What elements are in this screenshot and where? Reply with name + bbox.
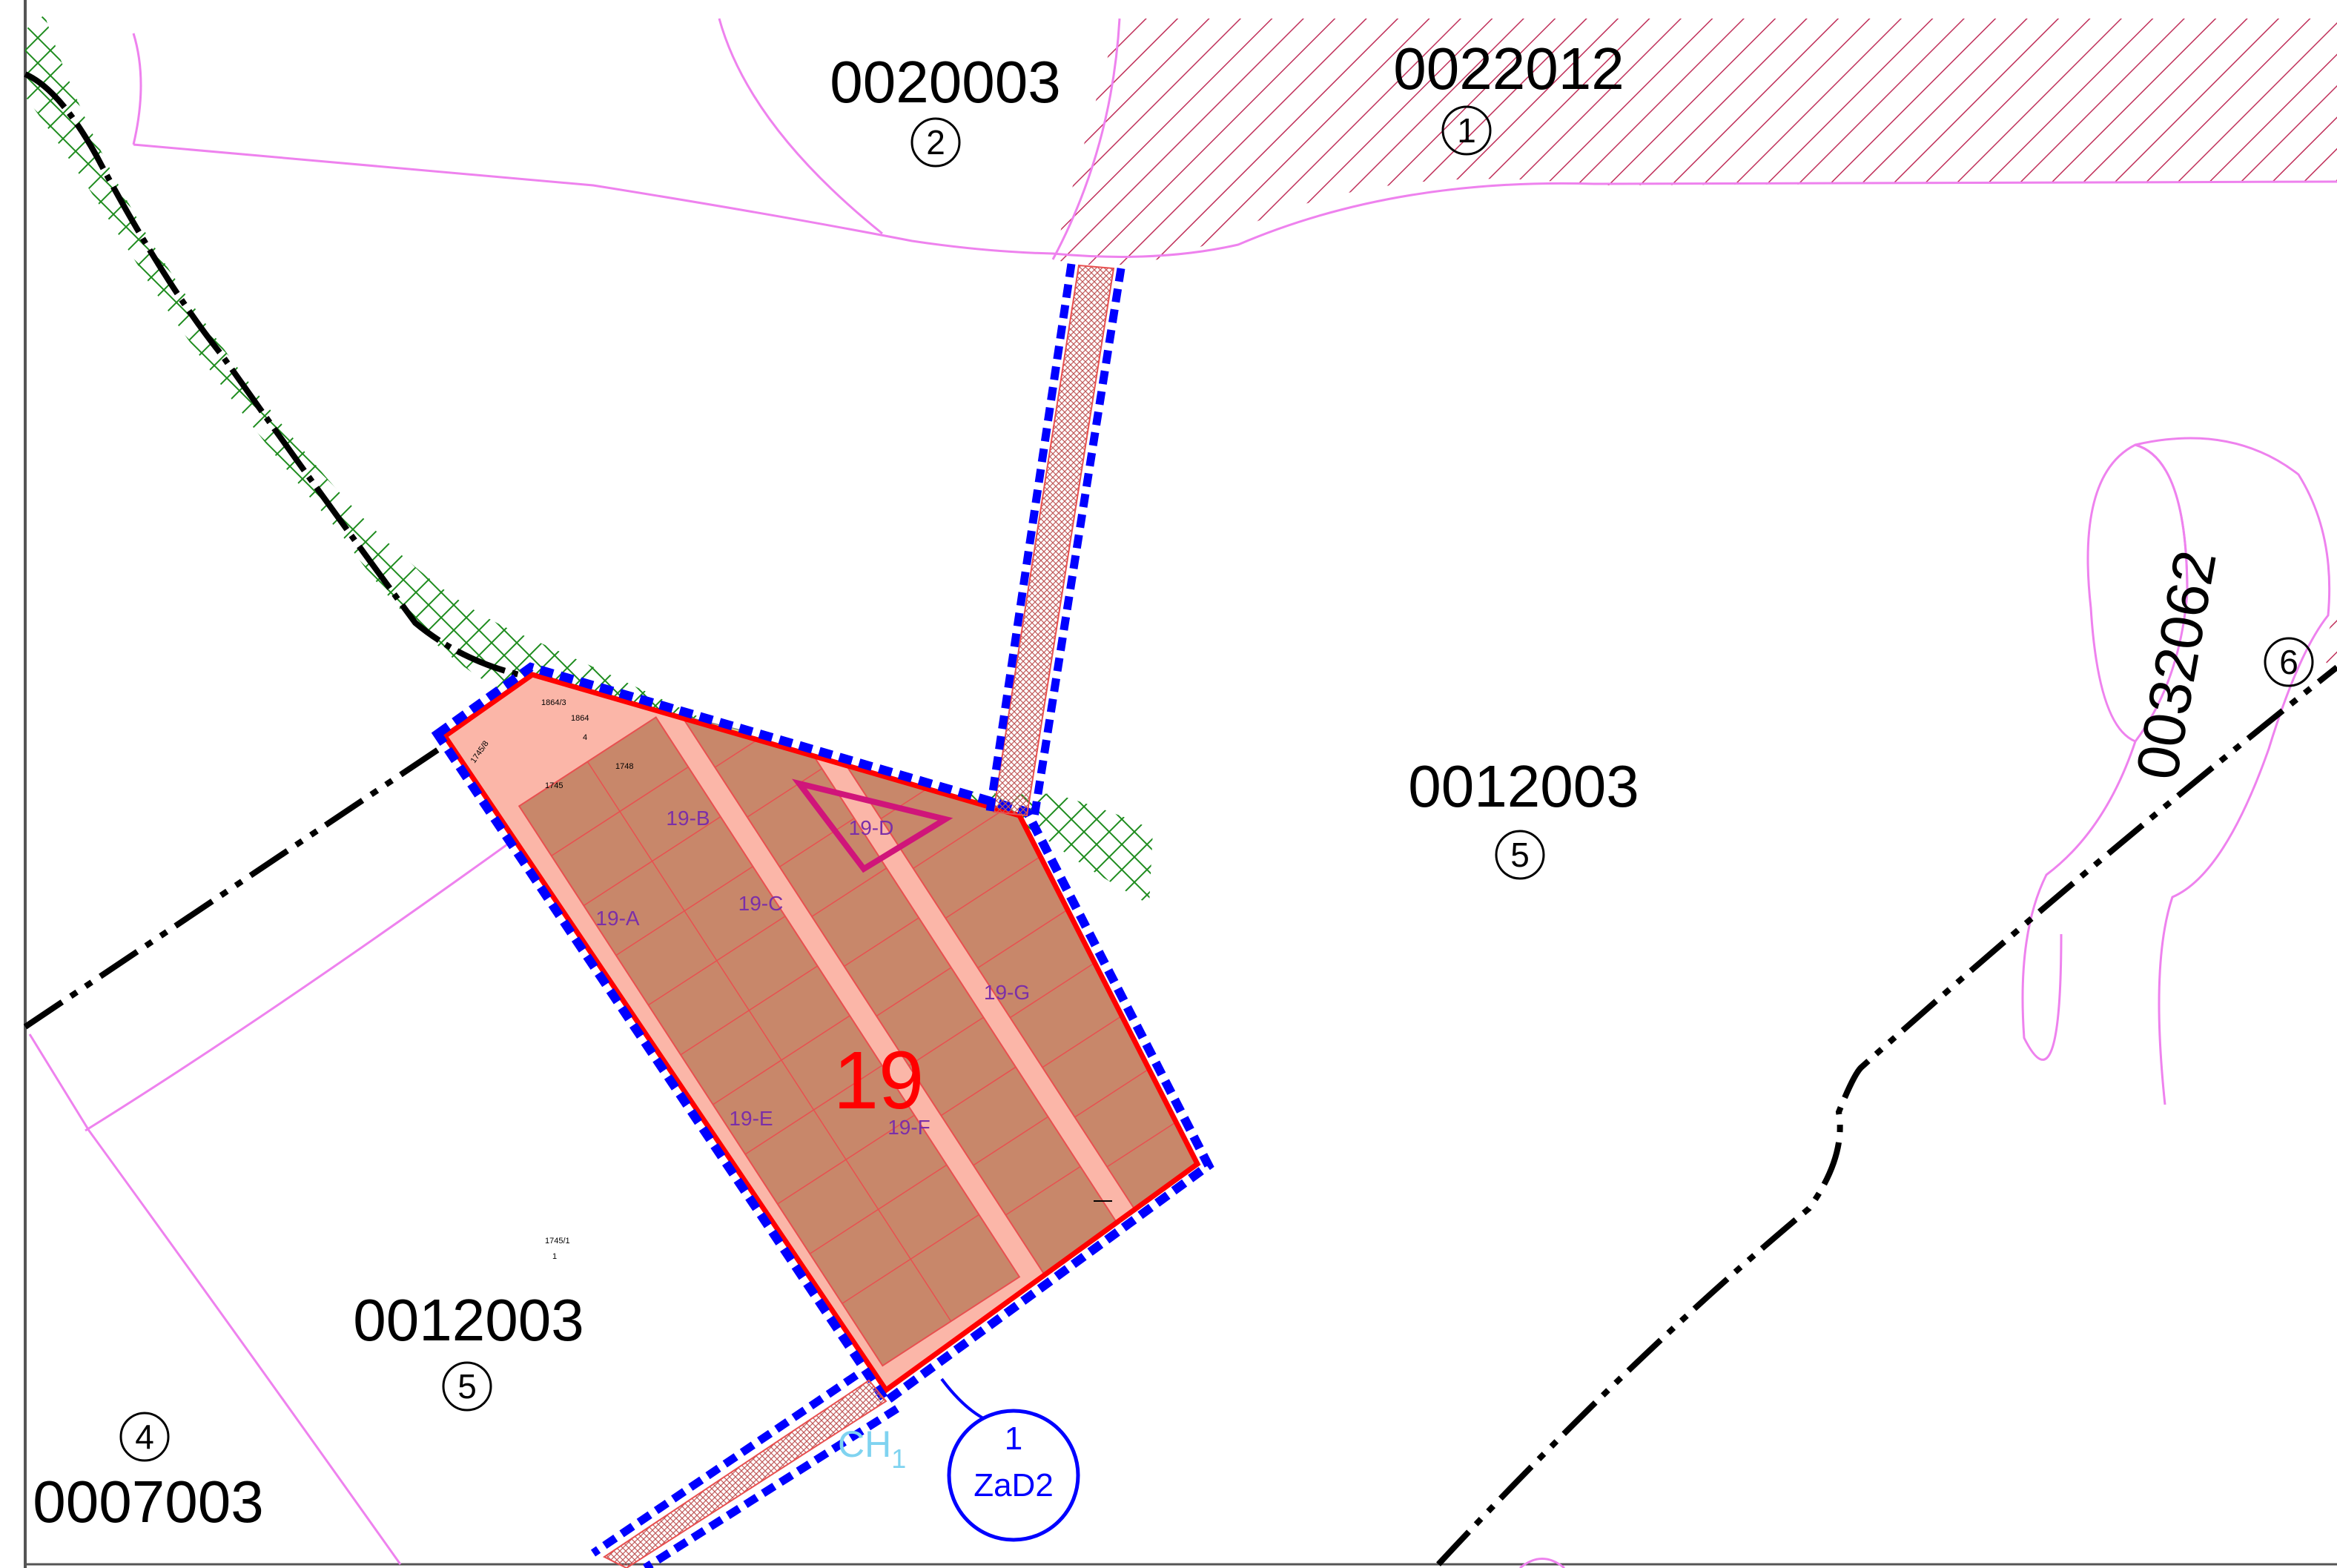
zone-number-circle	[1495, 830, 1545, 880]
subzone-label-19-a: 19-A	[595, 907, 639, 930]
change-marker-label: ZaD2	[974, 1467, 1054, 1504]
zone-label-0032062: 0032062 6	[2123, 546, 2314, 784]
parcel-number: 1864/3	[541, 698, 566, 707]
zone-number-circle	[2264, 637, 2314, 687]
zone-number: 5	[457, 1367, 477, 1406]
zone-number-circle	[1441, 105, 1492, 156]
subzone-19-d-outline	[792, 778, 953, 873]
parcel-number: 1864	[571, 714, 589, 723]
zone-label-0022012: 0022012 1	[1393, 36, 1624, 156]
zone-label-0007003: 4 0007003	[33, 1412, 264, 1535]
locality-number: 19	[833, 1035, 924, 1126]
zone-code: 0022012	[1393, 36, 1624, 102]
hatched-zone-edge	[2321, 608, 2337, 682]
locality-19-boundary	[441, 672, 1201, 1394]
parcel-number: 1745	[545, 781, 563, 790]
zone-code: 0007003	[33, 1469, 263, 1535]
zone-number-circle	[442, 1361, 492, 1412]
southwest-corridor-boundary	[590, 1372, 899, 1568]
parcel-number: 4	[583, 733, 587, 742]
north-access-road	[992, 264, 1115, 817]
subzone-label-19-d: 19-D	[849, 816, 894, 839]
parcel-number: 1748	[615, 762, 633, 771]
zone-label-0020003: 0020003 2	[830, 49, 1061, 168]
corridor-label: CH1	[838, 1423, 906, 1474]
zone-number-circle	[119, 1412, 170, 1462]
parcel-number: 1	[552, 1252, 557, 1261]
zone-code: 0012003	[353, 1287, 584, 1353]
north-corridor-boundary	[985, 263, 1125, 818]
zone-code: 0032062	[2123, 546, 2229, 784]
change-area-boundary	[431, 662, 1214, 1408]
zone-label-0012003-east: 0012003 5	[1408, 753, 1639, 880]
zone-number: 6	[2279, 643, 2298, 681]
hatched-zone-0022012	[1053, 19, 2337, 265]
stream-line	[24, 71, 520, 678]
parcel-number: 1745/1	[545, 1237, 570, 1246]
zone-number: 1	[1457, 111, 1476, 150]
change-marker-circle	[947, 1409, 1080, 1542]
change-marker-zad2: 1 ZaD2	[947, 1409, 1080, 1542]
southwest-access-road	[603, 1379, 887, 1568]
administrative-border	[23, 664, 2337, 1567]
subzone-label-19-e: 19-E	[729, 1107, 773, 1130]
zone-number: 5	[1510, 836, 1530, 874]
zone-label-0012003-west: 0012003 5	[353, 1287, 584, 1412]
subzone-label-19-f: 19-F	[887, 1116, 930, 1139]
subzone-label-19-g: 19-G	[984, 981, 1030, 1004]
zone-number-circle	[910, 117, 961, 168]
subzone-label-19-b: 19-B	[666, 807, 710, 830]
cadastral-boundaries	[28, 18, 2337, 1568]
zone-number: 2	[926, 123, 945, 162]
zone-code: 0020003	[830, 49, 1060, 115]
change-marker-number: 1	[1005, 1420, 1022, 1457]
zone-code: 0012003	[1408, 753, 1639, 819]
change-marker-leader	[940, 1377, 987, 1421]
subzone-label-19-c: 19-C	[738, 892, 784, 915]
zone-number: 4	[135, 1418, 154, 1456]
